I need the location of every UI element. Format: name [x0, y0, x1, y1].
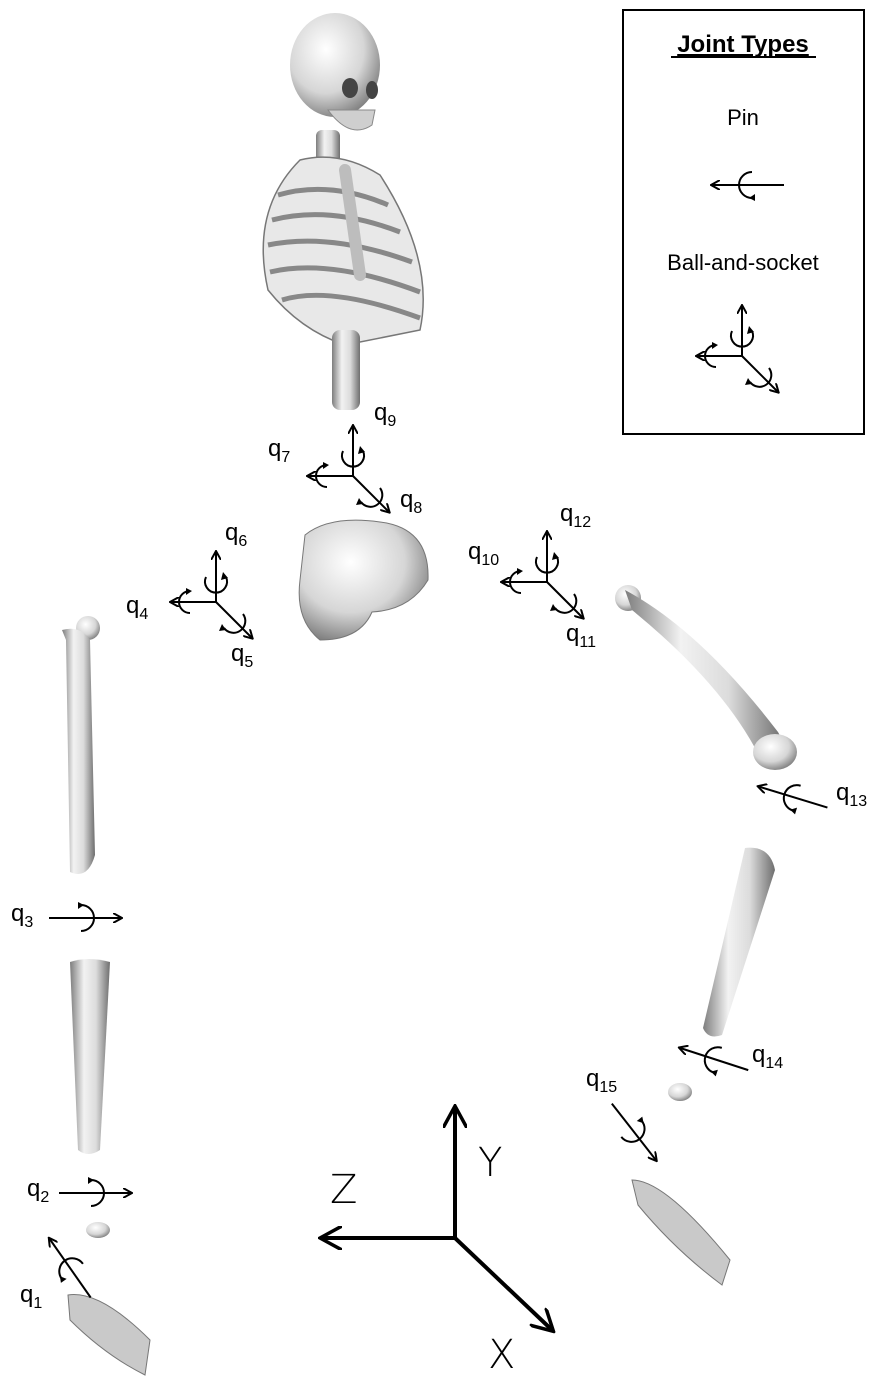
right-patella-talus [86, 1222, 110, 1238]
label-q6: q6 [225, 519, 247, 550]
axis-label-z: Z [330, 1167, 357, 1213]
right-tibia [70, 959, 110, 1154]
legend-box [623, 10, 864, 434]
label-q4: q4 [126, 592, 148, 623]
ball-socket-hip-left-icon [502, 532, 583, 618]
pin-joint-q13-icon [754, 774, 831, 823]
label-q3: q3 [11, 900, 33, 931]
pin-joint-q15-icon [602, 1094, 669, 1169]
rib-cage [263, 157, 423, 345]
label-q2: q2 [27, 1175, 49, 1206]
left-femur [615, 585, 797, 770]
joint-labels: q1 q2 q3 q4 q5 q6 q7 q8 q9 q10 q11 q12 q… [11, 399, 867, 1312]
label-q11: q11 [566, 620, 596, 651]
left-talus [668, 1083, 692, 1101]
label-q10: q10 [468, 538, 499, 569]
right-femur [62, 616, 100, 874]
label-q8: q8 [400, 486, 422, 517]
label-q12: q12 [560, 500, 591, 531]
left-tibia [703, 848, 775, 1037]
joint-types-legend: Joint Types Pin Ball-and-socket [623, 10, 864, 434]
pin-joint-q3-icon [49, 902, 121, 931]
lumbar-spine [332, 330, 360, 410]
coordinate-axes: Y Z X [322, 1108, 552, 1378]
pin-joint-q14-icon [675, 1036, 752, 1086]
label-q14: q14 [752, 1041, 783, 1072]
label-q13: q13 [836, 779, 867, 810]
axis-label-x: X [488, 1332, 515, 1378]
label-q9: q9 [374, 399, 396, 430]
axis-label-y: Y [478, 1140, 502, 1186]
pin-joint-q2-icon [59, 1177, 131, 1206]
legend-pin-label: Pin [727, 105, 759, 130]
legend-ball-label: Ball-and-socket [667, 250, 819, 275]
left-foot [632, 1180, 730, 1285]
ball-socket-lumbar-icon [308, 426, 389, 512]
pelvis [299, 520, 428, 640]
label-q1: q1 [20, 1281, 42, 1312]
legend-title: Joint Types [677, 31, 809, 58]
label-q5: q5 [231, 640, 253, 671]
label-q15: q15 [586, 1065, 617, 1096]
skull [290, 13, 380, 130]
ball-socket-hip-right-icon [171, 552, 252, 638]
label-q7: q7 [268, 435, 290, 466]
right-foot [68, 1295, 150, 1375]
x-axis-arrow [455, 1238, 552, 1330]
